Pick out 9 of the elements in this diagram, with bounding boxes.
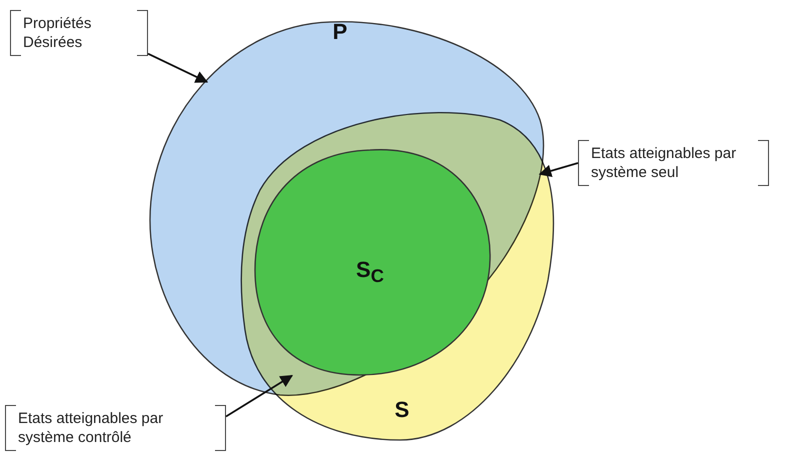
callout-text: Propriétés Désirées [23,15,92,51]
set-label: S [394,397,410,423]
set-label: P [332,19,348,45]
leader-arrow [148,52,208,83]
callout-text: Etats atteignables par système seul [591,145,736,181]
leader-arrow [226,374,293,418]
leader-arrow [538,162,578,177]
callout-text: Etats atteignables par système contrôlé [18,410,164,446]
set-label: S$_{C}$ [356,256,384,288]
